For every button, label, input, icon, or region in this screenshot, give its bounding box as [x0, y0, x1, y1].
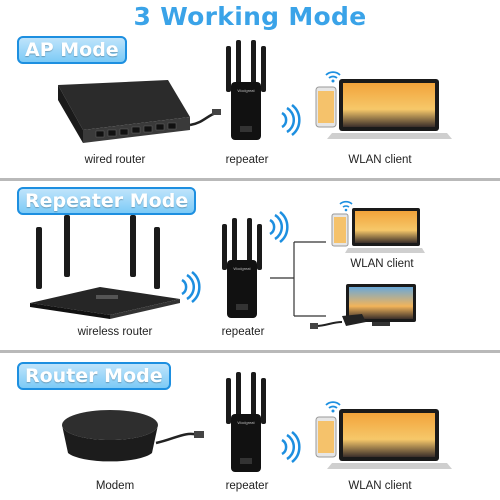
repeater-icon: Wodgreat [226, 372, 266, 472]
page-title: 3 Working Mode [133, 2, 367, 31]
repeater-icon: Wodgreat [226, 40, 266, 140]
repeater-label: repeater [225, 154, 269, 166]
wifi-icon [181, 271, 201, 303]
wireless-router-icon [30, 215, 180, 319]
wifi-icon [281, 431, 301, 463]
wifi-icon [269, 211, 289, 243]
svg-text:Wodgreat: Wodgreat [233, 266, 251, 271]
svg-text:Wodgreat: Wodgreat [237, 88, 255, 93]
section-divider [0, 178, 500, 181]
section-divider [0, 350, 500, 353]
connection-lines [270, 241, 326, 317]
cable-icon [310, 314, 366, 329]
wifi-icon [325, 71, 341, 83]
wlan-client-label: WLAN client [350, 258, 414, 270]
wired-router-icon [58, 80, 221, 143]
laptop-icon [315, 401, 452, 469]
repeater-label: repeater [221, 326, 265, 338]
svg-text:Wodgreat: Wodgreat [237, 420, 255, 425]
wifi-icon [281, 104, 301, 136]
wlan-client-label: WLAN client [348, 480, 412, 492]
wireless-router-label: wireless router [77, 326, 153, 338]
laptop-icon [315, 71, 452, 139]
repeater-icon: Wodgreat [222, 218, 262, 318]
repeater-mode-label: Repeater Mode [17, 187, 197, 215]
router-mode-label: Router Mode [17, 362, 171, 390]
laptop-icon [331, 200, 425, 253]
wifi-icon [339, 200, 353, 212]
wifi-icon [325, 401, 341, 413]
modem-label: Modem [95, 480, 135, 492]
wlan-client-label: WLAN client [348, 154, 412, 166]
repeater-label: repeater [225, 480, 269, 492]
wired-router-label: wired router [84, 154, 146, 166]
ap-mode-label: AP Mode [17, 36, 127, 64]
modem-icon [62, 410, 204, 462]
monitor-icon [310, 284, 416, 329]
